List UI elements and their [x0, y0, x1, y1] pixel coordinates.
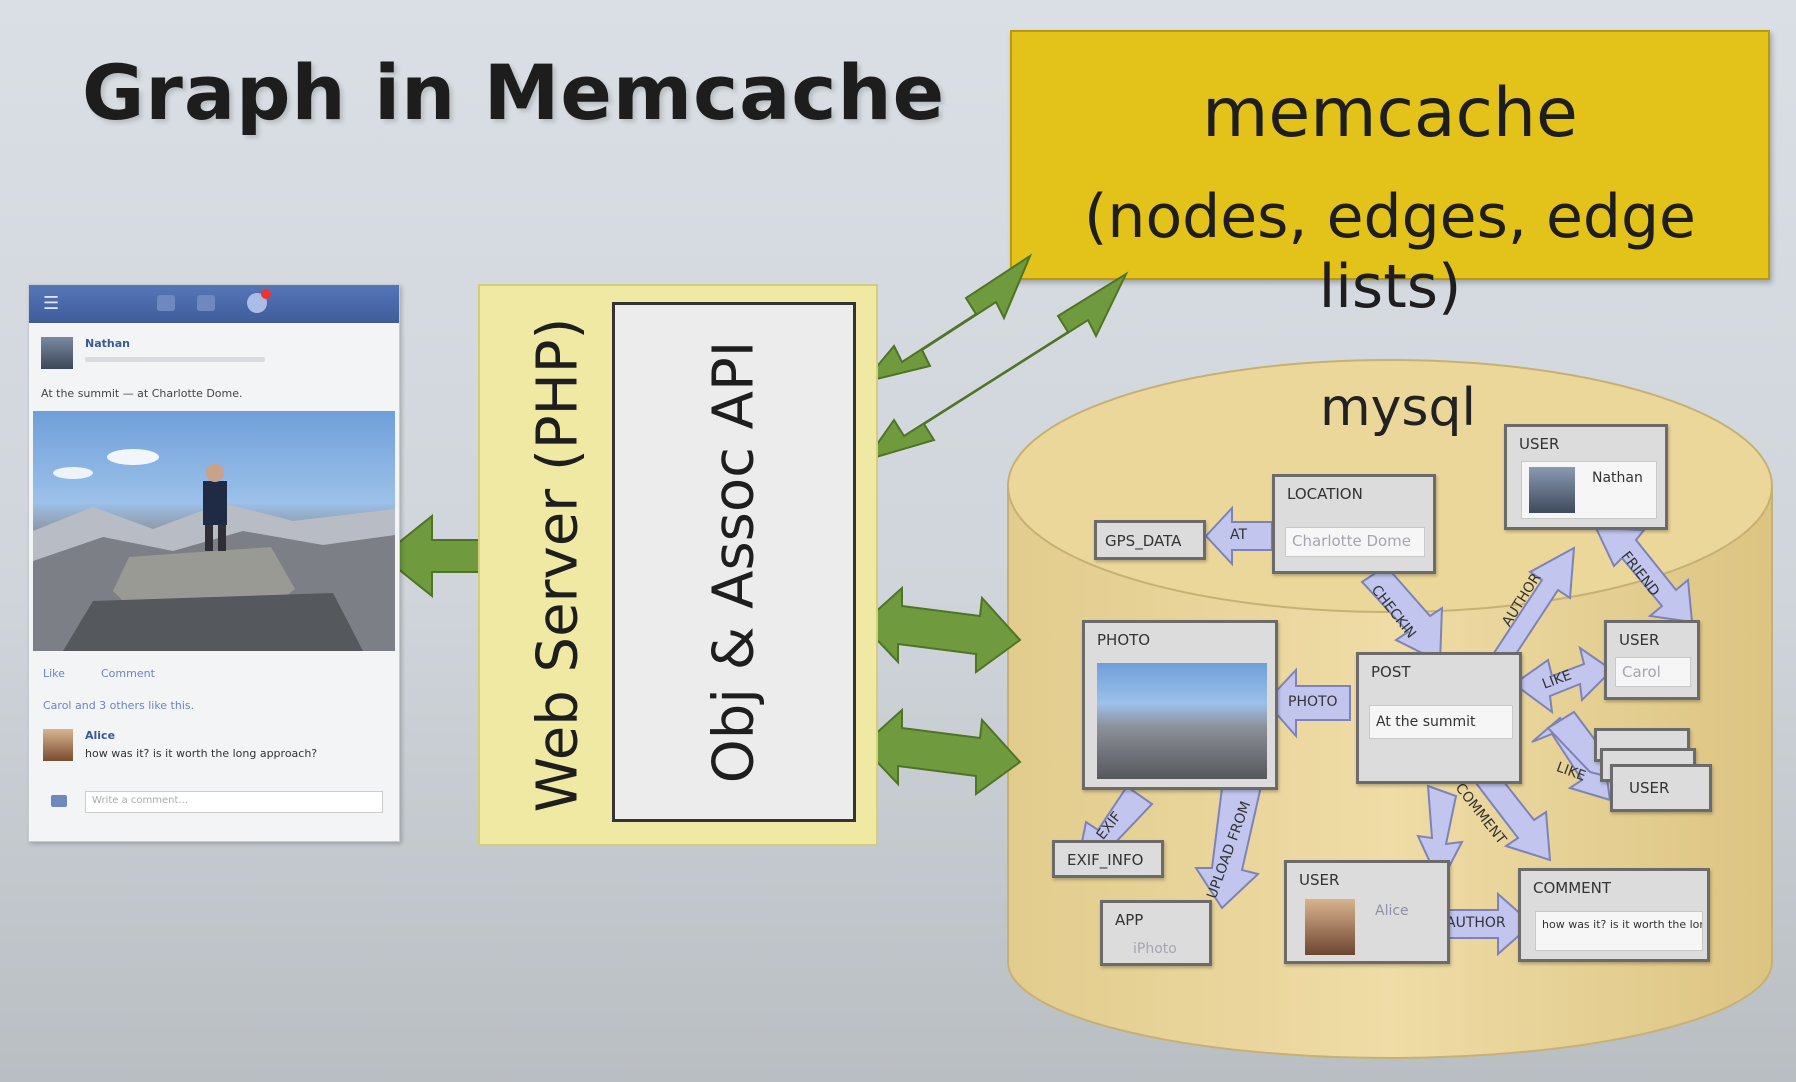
post-header: Nathan — [41, 333, 387, 391]
edge-at-label: AT — [1230, 527, 1248, 543]
commenter-avatar[interactable] — [43, 729, 73, 761]
arrow-memcache-2 — [863, 271, 1129, 462]
node-location: LOCATION Charlotte Dome — [1272, 474, 1436, 574]
commenter-name[interactable]: Alice — [85, 729, 116, 742]
like-link[interactable]: Like — [43, 667, 65, 680]
poster-avatar[interactable] — [41, 337, 73, 369]
memcache-subtitle: (nodes, edges, edge lists) — [1084, 182, 1696, 322]
node-photo: PHOTO — [1082, 620, 1278, 790]
node-user-nathan: USER Nathan — [1504, 424, 1668, 530]
mysql-label: mysql — [1320, 378, 1476, 438]
edge-upload-from-arrow — [1194, 780, 1264, 910]
node-gps-data: GPS_DATA — [1094, 520, 1206, 560]
friends-icon[interactable] — [157, 295, 175, 311]
edge-author-comment-label: AUTHOR — [1446, 915, 1506, 931]
slide-title: Graph in Memcache — [82, 48, 946, 137]
post-photo[interactable] — [33, 411, 395, 651]
alice-avatar — [1305, 899, 1355, 955]
comment-link[interactable]: Comment — [101, 667, 155, 680]
messages-icon[interactable] — [197, 295, 215, 311]
node-user-alice: USER Alice — [1284, 860, 1450, 964]
comment-text: how was it? is it worth the long approac… — [85, 747, 318, 760]
post-meta-line — [85, 357, 265, 362]
phone-mockup: ☰ Nathan At the summit — at Charlotte Do… — [28, 284, 400, 842]
edge-author-post-arrow — [1488, 546, 1576, 668]
notification-badge — [261, 289, 271, 299]
post-caption: At the summit — at Charlotte Dome. — [41, 387, 243, 400]
poster-name[interactable]: Nathan — [85, 337, 130, 350]
node-app: APP iPhoto — [1100, 900, 1212, 966]
node-user-stack-front: USER — [1610, 764, 1712, 812]
edge-photo-arrow — [1264, 667, 1351, 739]
likes-summary[interactable]: Carol and 3 others like this. — [43, 699, 195, 712]
node-user-carol: USER Carol — [1604, 620, 1700, 700]
api-box — [612, 302, 856, 822]
node-post: POST At the summit — [1356, 652, 1522, 784]
nathan-avatar — [1529, 467, 1575, 513]
memcache-box: memcache (nodes, edges, edge lists) — [1010, 30, 1770, 322]
phone-top-bar: ☰ — [29, 285, 399, 323]
arrow-memcache-1 — [861, 253, 1033, 384]
comment-input[interactable]: Write a comment... — [85, 791, 383, 813]
camera-icon[interactable] — [51, 795, 67, 807]
edge-photo-label: PHOTO — [1288, 694, 1338, 710]
arrow-mysql-1 — [860, 585, 1022, 674]
memcache-title: memcache — [1202, 74, 1578, 153]
mountain-photo-drawing — [33, 449, 395, 651]
node-exif-info: EXIF_INFO — [1052, 840, 1164, 878]
photo-thumbnail — [1097, 663, 1267, 779]
edge-post-down-arrow — [1416, 784, 1464, 887]
menu-icon[interactable]: ☰ — [43, 293, 60, 314]
node-comment: COMMENT how was it? is it worth the long… — [1518, 868, 1710, 962]
arrow-mysql-2 — [860, 707, 1022, 796]
